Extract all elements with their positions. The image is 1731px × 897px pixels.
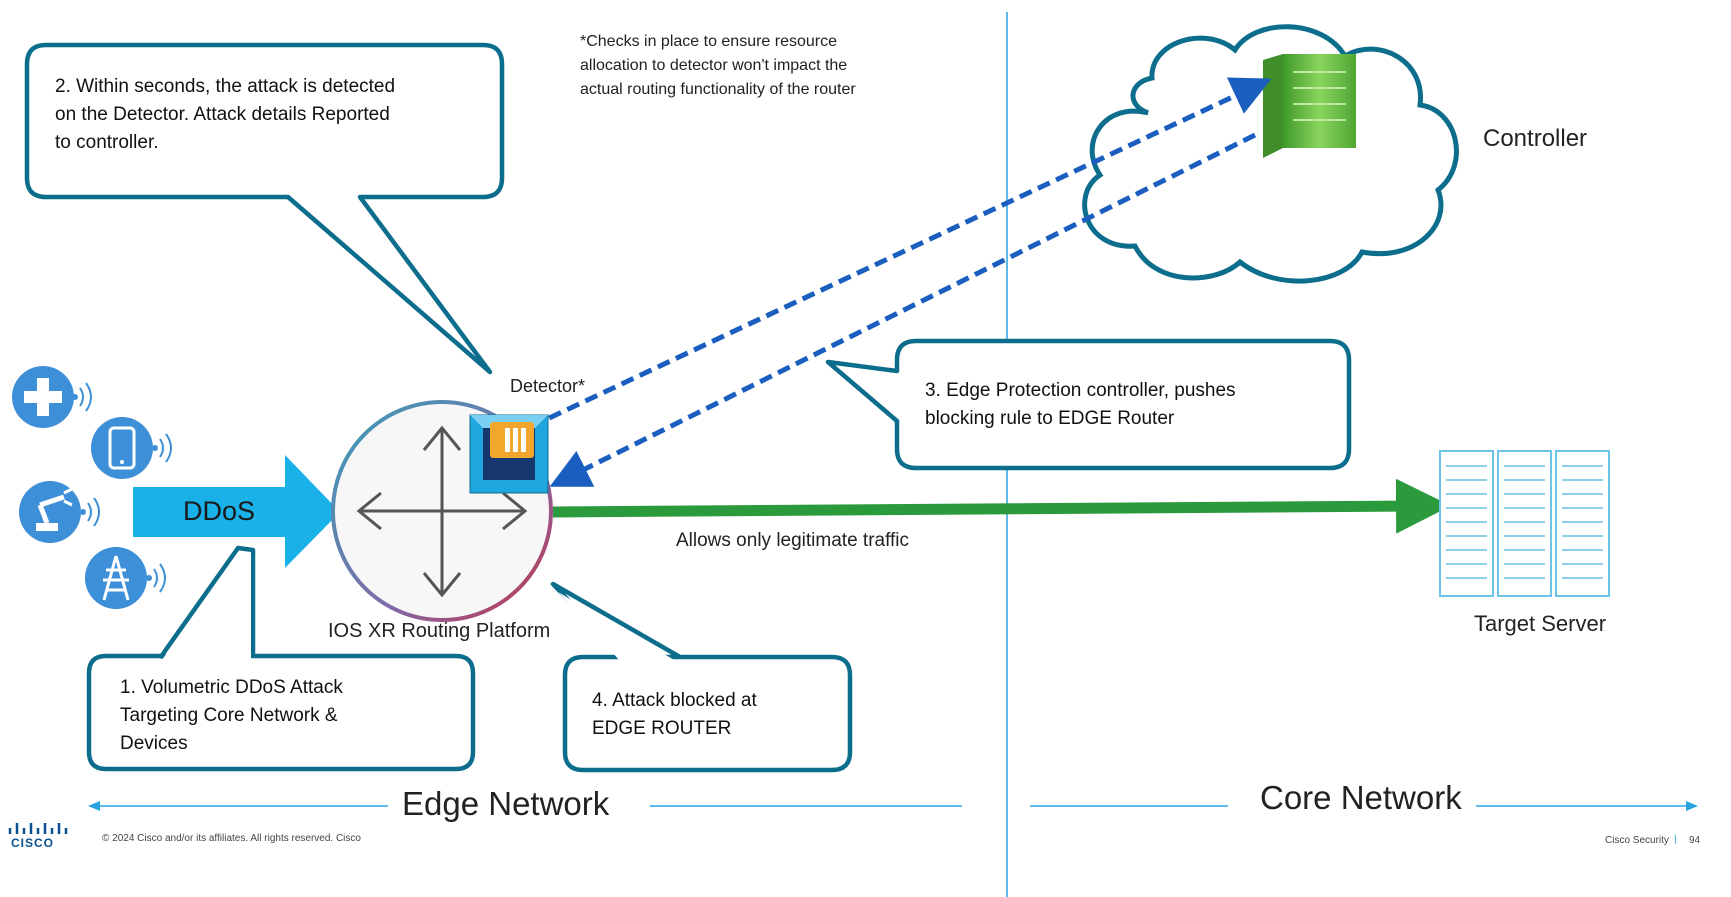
target-server-label: Target Server	[1474, 611, 1607, 636]
footer-brand: Cisco Security	[1605, 835, 1669, 846]
copyright-text: © 2024 Cisco and/or its affiliates. All …	[102, 833, 361, 844]
callout-1-text: 1. Volumetric DDoS Attack Targeting Core…	[120, 677, 343, 754]
report-to-controller-flow	[511, 77, 1272, 438]
page-number: 94	[1689, 835, 1701, 846]
server-rack-icon	[1439, 450, 1610, 597]
callout-1-shape	[86, 545, 476, 772]
server-icon	[1263, 54, 1356, 158]
callout-3-shape	[825, 338, 1352, 471]
footer-separator: |	[1674, 834, 1677, 845]
blocking-rule-flow	[549, 132, 1257, 487]
power-tower-icon	[85, 547, 166, 609]
callout-3-text: 3. Edge Protection controller, pushes bl…	[925, 380, 1236, 429]
router-label: IOS XR Routing Platform	[328, 620, 551, 642]
medical-cross-icon	[12, 366, 92, 428]
callout-2-text: 2. Within seconds, the attack is detecte…	[55, 76, 396, 153]
legit-traffic-label: Allows only legitimate traffic	[676, 530, 910, 551]
edge-network-label: Edge Network	[388, 785, 624, 823]
core-network-label: Core Network	[1246, 779, 1476, 817]
resource-note: *Checks in place to ensure resource allo…	[580, 33, 856, 98]
detector-chip-icon	[469, 414, 549, 494]
legitimate-traffic-arrow	[552, 478, 1451, 534]
controller-label: Controller	[1483, 125, 1588, 152]
callout-2-shape	[24, 42, 505, 375]
robot-arm-icon	[19, 481, 100, 543]
detector-label: Detector*	[510, 376, 586, 396]
cisco-logo	[8, 823, 68, 834]
cisco-logo-text: CISCO	[11, 836, 55, 850]
ddos-label: DDoS	[183, 496, 256, 526]
smartphone-icon	[91, 417, 172, 479]
ddos-arrow	[133, 455, 340, 568]
callout-4-text: 4. Attack blocked at EDGE ROUTER	[592, 690, 757, 739]
